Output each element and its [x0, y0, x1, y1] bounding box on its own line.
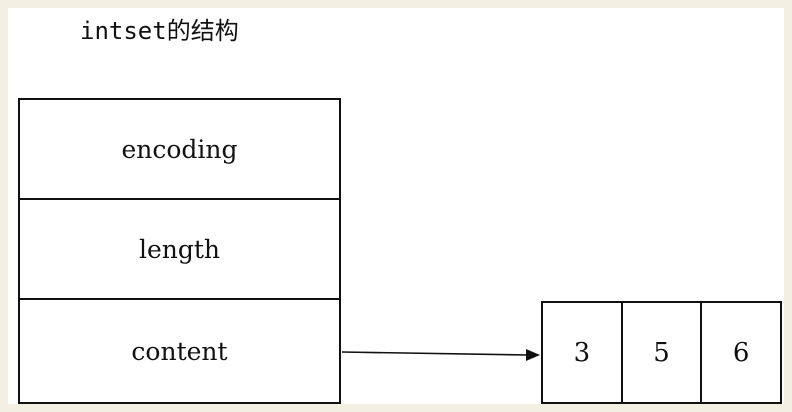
array-cell: 6 — [732, 337, 750, 368]
diagram-title: intset的结构 — [80, 17, 239, 45]
content-array: 3 5 6 — [541, 301, 782, 404]
array-cell: 5 — [623, 303, 703, 402]
length-field: length — [20, 200, 339, 300]
content-field: content — [131, 336, 228, 366]
encoding-field: encoding — [20, 100, 339, 200]
intset-struct-box: encoding length content — [18, 98, 341, 404]
diagram-canvas — [8, 8, 784, 404]
array-cell: 3 — [543, 303, 623, 402]
